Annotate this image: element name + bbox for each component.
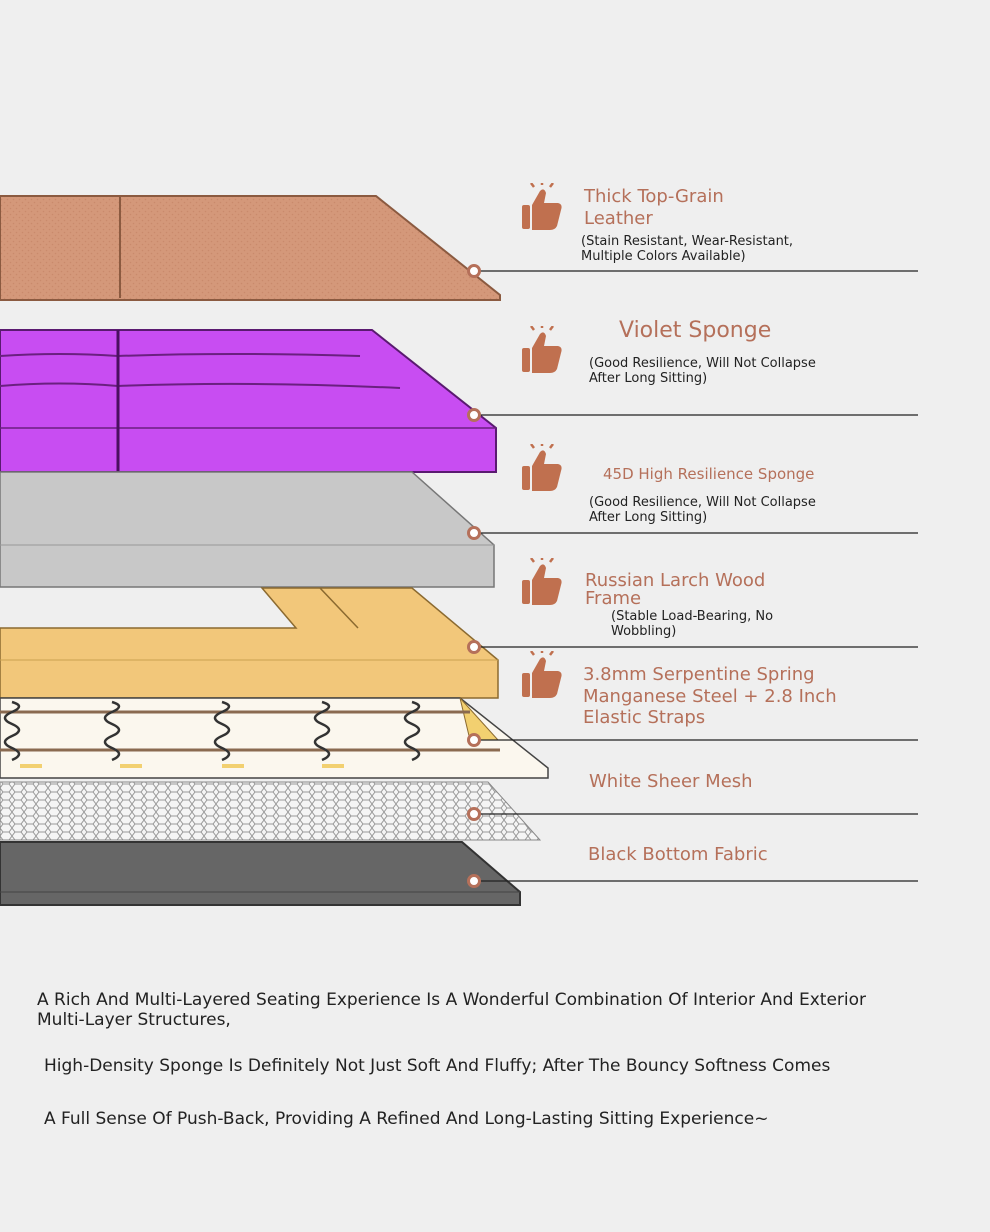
description-line-2: High-Density Sponge Is Definitely Not Ju… xyxy=(44,1056,831,1076)
high-resilience-sponge-layer xyxy=(0,471,495,588)
thumbs-up-icon xyxy=(522,326,562,373)
leather-title: Thick Top-Grain Leather xyxy=(584,186,724,229)
leader-lines xyxy=(474,270,918,882)
wood-frame-title: Russian Larch Wood Frame xyxy=(585,570,766,609)
violet-sponge-title: Violet Sponge xyxy=(619,318,772,343)
violet-sponge-subtitle: (Good Resilience, Will Not Collapse Afte… xyxy=(589,356,816,386)
violet-sponge-layer xyxy=(0,329,497,473)
leather-subtitle: (Stain Resistant, Wear-Resistant, Multip… xyxy=(581,234,794,264)
leather-layer xyxy=(0,195,501,301)
description-line-3: A Full Sense Of Push-Back, Providing A R… xyxy=(44,1109,769,1129)
mesh-title: White Sheer Mesh xyxy=(589,771,753,792)
black-bottom-fabric-layer xyxy=(0,841,521,906)
hr-sponge-subtitle: (Good Resilience, Will Not Collapse Afte… xyxy=(589,495,816,525)
description-line-1: A Rich And Multi-Layered Seating Experie… xyxy=(37,990,867,1030)
spring-layer xyxy=(0,697,549,779)
white-mesh-layer xyxy=(0,781,542,841)
hr-sponge-title: 45D High Resilience Sponge xyxy=(603,465,815,483)
bottom-fabric-title: Black Bottom Fabric xyxy=(588,844,768,865)
wood-frame-layer xyxy=(0,587,499,699)
thumbs-up-icon xyxy=(522,558,562,605)
sofa-layer-diagram xyxy=(0,195,918,906)
thumbs-up-icon xyxy=(522,444,562,491)
thumbs-up-icon xyxy=(522,651,562,698)
wood-frame-subtitle: (Stable Load-Bearing, No Wobbling) xyxy=(611,609,774,639)
spring-title: 3.8mm Serpentine Spring Manganese Steel … xyxy=(583,664,837,728)
thumbs-up-icon xyxy=(522,183,562,230)
leader-markers xyxy=(467,264,481,888)
